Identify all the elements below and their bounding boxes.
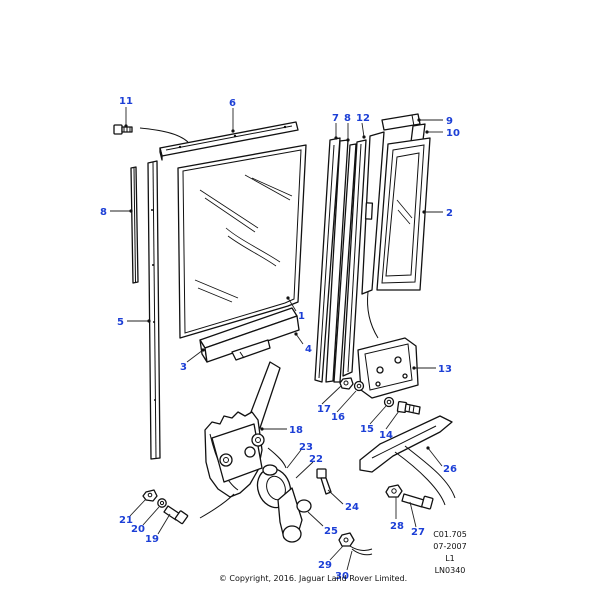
copyright-notice: © Copyright, 2016. Jaguar Land Rover Lim… xyxy=(219,574,407,583)
part-washer-16 xyxy=(353,380,365,392)
callout-14: 14 xyxy=(379,430,393,441)
part-weatherstrip-left xyxy=(130,166,139,284)
callout-2: 2 xyxy=(446,208,453,219)
callout-26: 26 xyxy=(443,464,457,475)
part-window-regulator xyxy=(199,361,287,519)
part-bolt-19 xyxy=(163,505,189,525)
part-washer-20 xyxy=(157,498,167,508)
callout-12: 12 xyxy=(356,113,370,124)
part-interior-handle xyxy=(359,415,456,506)
callout-8-left: 8 xyxy=(100,207,107,218)
part-nut-28 xyxy=(385,484,403,498)
callout-3: 3 xyxy=(180,362,187,373)
part-wire-30 xyxy=(349,545,373,556)
part-bolt-27 xyxy=(401,493,434,510)
callout-7: 7 xyxy=(332,113,339,124)
part-bolt-14 xyxy=(396,400,421,415)
callout-27: 27 xyxy=(411,527,425,538)
callout-9: 9 xyxy=(446,116,453,127)
callout-5: 5 xyxy=(117,317,124,328)
callout-4: 4 xyxy=(305,344,312,355)
drawing-code-line-3: L1 xyxy=(445,554,455,563)
callout-23: 23 xyxy=(299,442,313,453)
callout-16: 16 xyxy=(331,412,345,423)
callout-30: 30 xyxy=(335,571,349,582)
callout-11: 11 xyxy=(119,96,133,107)
part-mounting-bracket xyxy=(357,337,419,399)
part-nut-21 xyxy=(142,489,158,502)
callout-22: 22 xyxy=(309,454,323,465)
callout-10: 10 xyxy=(446,128,460,139)
drawing-code-block: C01.705 07-2007 L1 LN0340 xyxy=(433,530,467,575)
callout-15: 15 xyxy=(360,424,374,435)
callout-25: 25 xyxy=(324,526,338,537)
leader-lines xyxy=(110,107,443,571)
callout-6: 6 xyxy=(229,98,236,109)
callout-29: 29 xyxy=(318,560,332,571)
part-run-channels xyxy=(314,131,385,383)
part-channel-cap xyxy=(381,113,421,131)
callout-17: 17 xyxy=(317,404,331,415)
callout-labels: 1 2 4 5 6 7 8 8 9 10 11 12 3 13 14 15 16… xyxy=(100,96,460,582)
part-nut-17 xyxy=(339,377,354,390)
part-quarter-frame xyxy=(376,123,431,291)
callout-13: 13 xyxy=(438,364,452,375)
drawing-code-line-4: LN0340 xyxy=(435,566,466,575)
callout-21: 21 xyxy=(119,515,133,526)
callout-1: 1 xyxy=(298,311,305,322)
part-door-glass xyxy=(177,144,307,339)
callout-20: 20 xyxy=(131,524,145,535)
callout-8-front: 8 xyxy=(344,113,351,124)
drawing-code-line-2: 07-2007 xyxy=(433,542,466,551)
part-rear-channel xyxy=(147,160,161,460)
part-winder-handle xyxy=(277,487,312,543)
callout-19: 19 xyxy=(145,534,159,545)
part-screw-11 xyxy=(113,124,133,135)
callout-24: 24 xyxy=(345,502,359,513)
callout-28: 28 xyxy=(390,521,404,532)
drawing-code-line-1: C01.705 xyxy=(433,530,467,539)
part-top-channel xyxy=(139,121,299,161)
callout-18: 18 xyxy=(289,425,303,436)
part-clip-29 xyxy=(338,532,355,547)
part-washer-15 xyxy=(383,396,395,408)
